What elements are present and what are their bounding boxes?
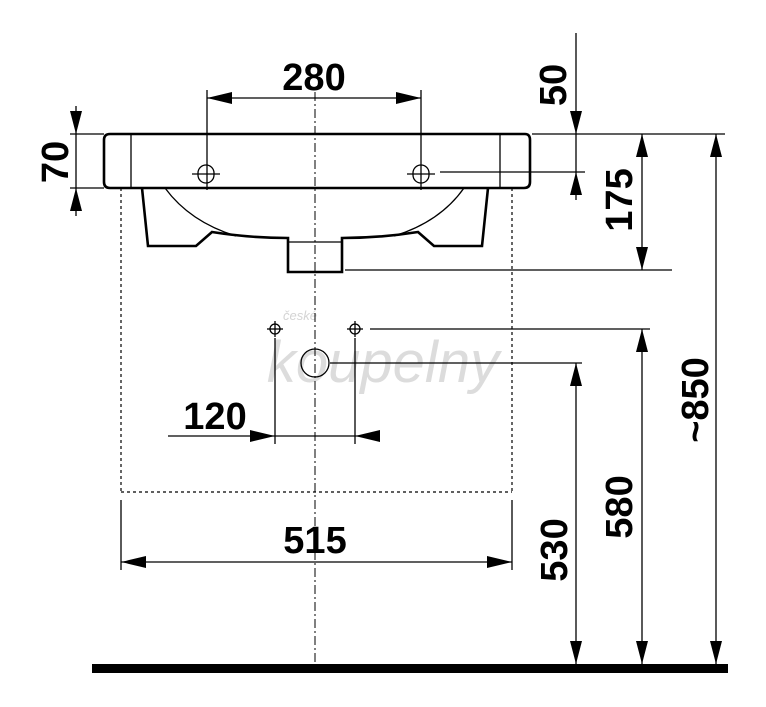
dimension-label-overall-height: ~850	[675, 357, 717, 443]
dimension-label-rim-offset: 50	[533, 64, 575, 106]
waste-outlet	[300, 348, 330, 378]
dimension-lines	[70, 33, 722, 664]
dimension-label-supply-spacing: 120	[183, 396, 246, 438]
watermark-logo: české koupelny	[267, 308, 502, 395]
dimension-label-rim-thickness: 70	[35, 141, 77, 183]
dimension-label-pedestal-width: 515	[283, 520, 346, 562]
extension-lines	[70, 90, 725, 570]
dimension-label-waste-height: 530	[534, 518, 576, 581]
supply-point-left	[267, 321, 283, 337]
dimension-label-supply-height: 580	[599, 475, 641, 538]
tap-hole-left	[192, 164, 220, 184]
supply-point-right	[347, 321, 363, 337]
floor-line	[92, 664, 728, 673]
watermark-line1: české	[283, 308, 317, 323]
washbasin-body	[102, 132, 532, 274]
dimension-label-tap-spacing: 280	[282, 57, 345, 99]
dimension-label-basin-depth: 175	[599, 168, 641, 231]
pedestal-outline	[120, 188, 513, 493]
